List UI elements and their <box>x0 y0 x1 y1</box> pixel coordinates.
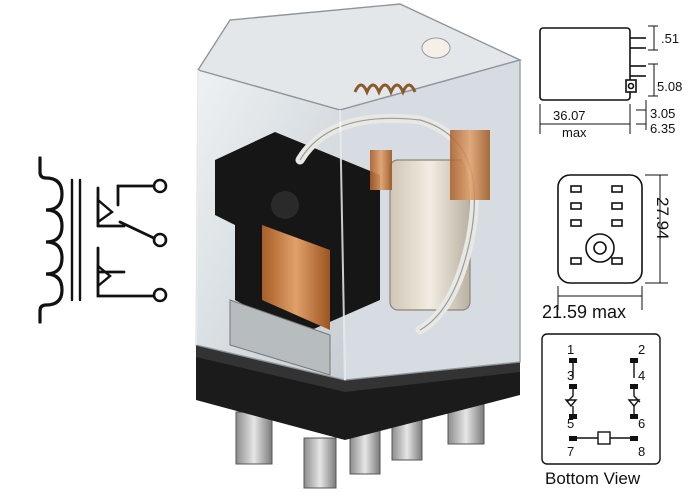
pin-label-6: 6 <box>638 416 645 431</box>
dim-width: 21.59 max <box>542 302 626 322</box>
pin-label-1: 1 <box>567 342 574 357</box>
dim-pin-spacing: .51 <box>661 31 679 46</box>
side-view-drawing <box>539 25 658 134</box>
armature-spring <box>353 83 417 96</box>
dim-height: 27.94 <box>653 197 672 240</box>
bottom-view-title: Bottom View <box>545 469 641 488</box>
relay-photo <box>195 3 523 489</box>
dim-pin-offset-2: 6.35 <box>650 121 675 136</box>
pin-label-5: 5 <box>567 416 574 431</box>
pin-label-2: 2 <box>638 342 645 357</box>
coil-icon <box>38 156 64 324</box>
armature-bracket <box>215 132 380 335</box>
copper-plate <box>262 225 330 330</box>
dim-pin-offset-1: 3.05 <box>650 106 675 121</box>
dim-length: 36.07 <box>553 108 586 123</box>
pin-label-4: 4 <box>638 368 645 383</box>
pin-label-3: 3 <box>567 368 574 383</box>
terminal-icon <box>152 178 168 303</box>
dim-pin-pitch: 5.08 <box>657 79 682 94</box>
pin-label-7: 7 <box>567 444 574 459</box>
top-view-drawing <box>557 174 668 310</box>
relay-pins <box>235 397 485 489</box>
bottom-view-pinout <box>541 333 661 465</box>
contacts-icon <box>96 184 160 298</box>
pin-label-8: 8 <box>638 444 645 459</box>
core-lines-icon <box>70 178 82 302</box>
pin-pads <box>569 358 638 441</box>
dim-length-note: max <box>562 125 587 140</box>
relay-schematic <box>38 156 168 324</box>
